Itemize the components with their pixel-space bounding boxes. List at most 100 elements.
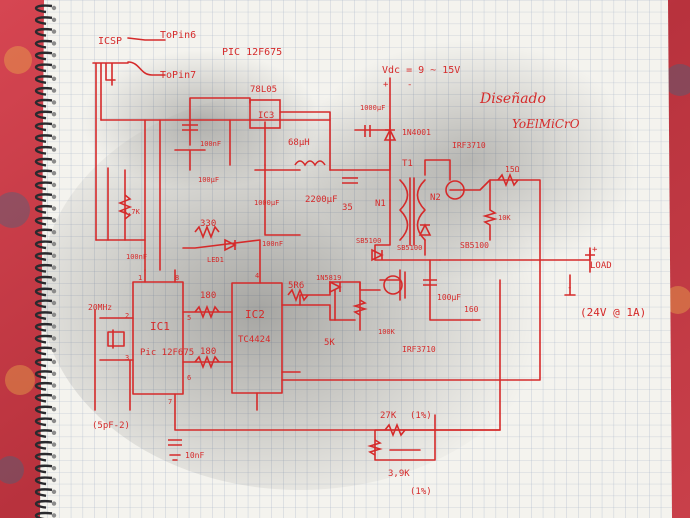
regulator-78l05-box <box>249 99 281 129</box>
label-sb5100-c: SB5100 <box>460 241 489 250</box>
diode-1n5819-symbol <box>329 280 342 294</box>
resistor-180b-symbol <box>194 354 220 370</box>
cap-2200uf-symbol <box>342 177 358 184</box>
spiral-ring <box>34 441 53 450</box>
label-to-pin7: ToPin7 <box>160 70 196 81</box>
cap-100uf-out-symbol <box>423 279 437 286</box>
label-ic1-desc: Pic 12F675 <box>140 348 194 358</box>
resistor-3k9-symbol <box>367 439 383 456</box>
spiral-ring <box>34 4 53 14</box>
spiral-hole <box>51 454 57 459</box>
spiral-hole <box>51 159 57 164</box>
label-5r6: 5R6 <box>288 281 304 291</box>
spiral-ring <box>34 28 53 37</box>
spiral-hole <box>51 100 57 105</box>
diode-1n4001-symbol <box>383 128 397 141</box>
spiral-ring <box>34 429 53 438</box>
spiral-ring <box>34 488 53 497</box>
components <box>117 99 595 456</box>
spiral-hole <box>51 407 57 412</box>
label-10k: 10K <box>498 214 511 222</box>
label-pin-8: 8 <box>175 274 179 282</box>
spiral-hole <box>51 324 57 329</box>
spiral-ring <box>34 417 53 427</box>
label-author: YoElMiCrO <box>512 117 580 131</box>
spiral-ring <box>34 393 53 403</box>
spiral-ring <box>34 500 53 509</box>
spiral-ring <box>34 287 53 297</box>
diode-sb5100-b-symbol <box>418 223 432 236</box>
resistor-27k-symbol <box>384 422 406 438</box>
label-1n4001: 1N4001 <box>402 128 431 137</box>
spiral-ring <box>34 370 53 379</box>
label-27k: 27K <box>380 411 397 421</box>
labels: ICSP ToPin6 ToPin7 PIC 12F675 Vdc = 9 ~ … <box>88 30 646 497</box>
spiral-ring <box>34 405 53 415</box>
spiral-hole <box>51 76 57 82</box>
spiral-hole <box>51 466 57 471</box>
cap-100nf-symbol <box>182 124 198 131</box>
spiral-ring <box>34 193 53 202</box>
spiral-hole <box>51 41 57 46</box>
spiral-ring <box>34 51 53 61</box>
spiral-ring <box>34 75 53 84</box>
label-irf3710-top: IRF3710 <box>452 141 486 150</box>
label-inductor: 68µH <box>288 138 310 148</box>
spiral-hole <box>51 171 57 176</box>
label-100uf-out: 100µF <box>437 293 461 302</box>
spiral-ring <box>34 275 53 285</box>
label-icsp: ICSP <box>98 36 122 47</box>
label-ic3: IC3 <box>258 111 274 121</box>
spiral-ring <box>34 146 53 155</box>
spiral-ring <box>34 311 53 320</box>
label-pin-4: 4 <box>255 272 259 280</box>
label-load-plus: + <box>592 245 598 255</box>
spiral-hole <box>51 241 57 247</box>
spiral-hole <box>51 501 57 506</box>
label-cap-35v: 35 <box>342 203 353 213</box>
label-sb5100-b: SB5100 <box>397 244 422 252</box>
spiral-hole <box>51 123 57 129</box>
label-100nf-a: 100nF <box>200 140 221 148</box>
label-1000uf-input: 1000µF <box>360 104 385 112</box>
spiral-hole <box>51 218 57 223</box>
spiral-hole <box>51 277 57 282</box>
cloth-pattern <box>0 46 690 484</box>
label-100uf: 100µF <box>198 176 219 184</box>
mosfet-q1-symbol <box>383 275 403 295</box>
label-15ohm: 15Ω <box>505 165 520 174</box>
label-1000uf-mid: 1000µF <box>254 199 279 207</box>
label-sb5100-a: SB5100 <box>356 237 381 245</box>
spiral-ring <box>34 299 53 309</box>
spiral-hole <box>51 135 57 140</box>
label-crystal-caps: (5pF-2) <box>92 421 130 431</box>
spiral-binding <box>34 4 57 518</box>
spiral-ring <box>34 323 53 332</box>
spiral-hole <box>51 230 57 235</box>
spiral-ring <box>34 264 53 273</box>
spiral-ring <box>34 252 53 261</box>
label-pin-3: 3 <box>125 354 129 362</box>
label-100k: 100K <box>378 328 396 336</box>
spiral-ring <box>34 16 53 25</box>
label-100nf-b: 100nF <box>126 253 147 261</box>
inductor-symbol <box>294 160 326 167</box>
spiral-hole <box>51 477 57 483</box>
spiral-hole <box>51 442 57 447</box>
resistor-4k7-symbol <box>117 194 133 220</box>
label-t1: T1 <box>402 159 413 169</box>
spiral-hole <box>51 312 57 317</box>
spiral-hole <box>51 348 57 353</box>
output-terminal-plus <box>585 250 595 260</box>
resistor-330-symbol <box>194 224 220 240</box>
spiral-hole <box>51 17 57 22</box>
spiral-ring <box>34 205 53 214</box>
spiral-ring <box>34 39 53 49</box>
label-pin-6: 6 <box>187 374 191 382</box>
spiral-hole <box>51 64 57 70</box>
spiral-ring <box>34 216 53 226</box>
label-10nf: 10nF <box>185 451 204 460</box>
label-2200uf: 2200µF <box>305 195 338 205</box>
resistor-5r6-symbol <box>287 287 309 303</box>
spiral-hole <box>51 88 57 93</box>
